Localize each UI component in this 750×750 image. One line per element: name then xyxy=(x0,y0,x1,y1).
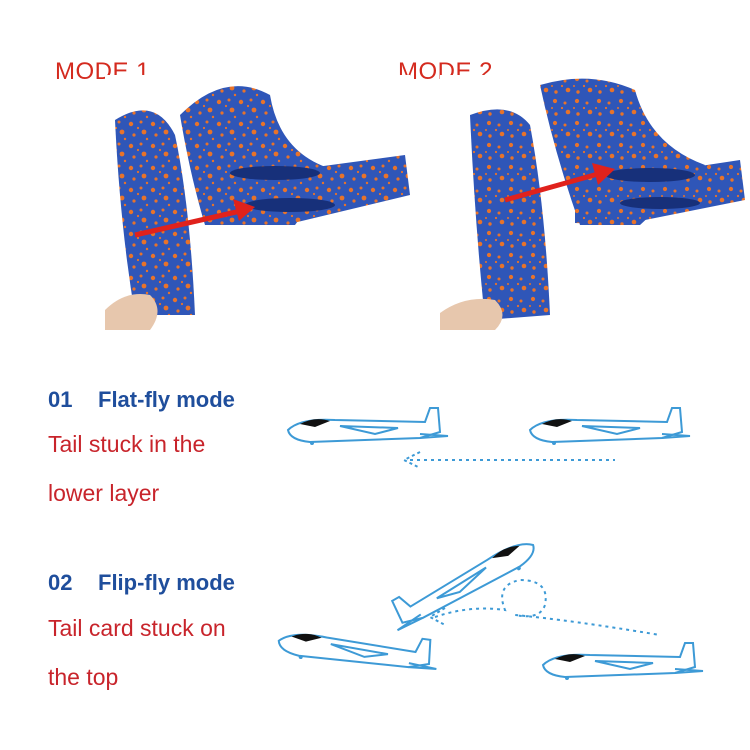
flight-path-dashed-line xyxy=(434,578,661,636)
step-2-description: Tail card stuck on the top xyxy=(48,604,226,702)
step-2-desc-line: the top xyxy=(48,664,119,690)
step-2-desc-line: Tail card stuck on xyxy=(48,615,226,641)
plane-icon xyxy=(382,524,542,639)
step-2-heading: Flip-fly mode xyxy=(98,570,235,595)
step-2-title: 02 Flip-fly mode xyxy=(48,570,235,596)
mode-2-photo xyxy=(440,75,745,330)
step-1-heading: Flat-fly mode xyxy=(98,387,235,412)
step-1-description: Tail stuck in the lower layer xyxy=(48,420,205,518)
plane-icon xyxy=(529,407,691,446)
step-2-number: 02 xyxy=(48,570,73,595)
step-1-desc-line: lower layer xyxy=(48,480,160,506)
plane-icon xyxy=(275,618,442,679)
step-1-title: 01 Flat-fly mode xyxy=(48,387,235,413)
flat-fly-diagram xyxy=(287,407,691,469)
mode-1-photo xyxy=(105,75,410,330)
flip-fly-diagram xyxy=(275,524,704,681)
step-1-number: 01 xyxy=(48,387,73,412)
step-1-desc-line: Tail stuck in the xyxy=(48,431,206,457)
plane-icon xyxy=(542,642,704,681)
plane-icon xyxy=(287,407,449,446)
